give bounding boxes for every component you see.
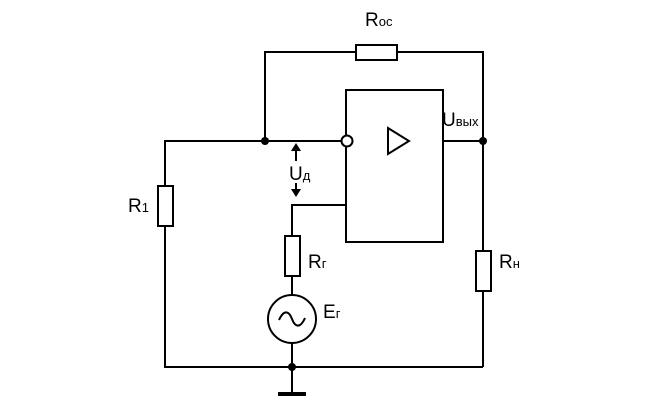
ground-symbol <box>278 367 306 396</box>
resistor-r-load <box>475 250 492 292</box>
label-e-gen: Eг <box>323 302 341 323</box>
output-load-wires <box>443 140 484 367</box>
label-u-out: Uвых <box>442 110 479 131</box>
ac-source-icon <box>267 294 317 344</box>
feedback-wires <box>264 51 484 141</box>
label-r-load: Rн <box>499 252 520 273</box>
junction-dot <box>261 137 269 145</box>
generator-branch-wires <box>291 204 346 367</box>
label-u-diff: Uд <box>289 164 311 185</box>
r1-ground-wire <box>164 226 483 368</box>
resistor-r-gen <box>284 235 301 277</box>
opamp-body <box>345 89 444 243</box>
junction-dot <box>479 137 487 145</box>
inverting-input-wire <box>164 140 341 186</box>
label-r1: R1 <box>128 196 149 217</box>
opamp-triangle-symbol <box>387 126 411 156</box>
inverting-input-circle <box>340 134 354 148</box>
resistor-r1 <box>157 185 174 227</box>
junction-dot <box>288 363 296 371</box>
u-diff-arrows <box>291 143 301 197</box>
label-r-gen: Rг <box>308 252 327 273</box>
label-r-feedback: Rос <box>365 10 393 31</box>
resistor-r-feedback <box>355 44 398 61</box>
